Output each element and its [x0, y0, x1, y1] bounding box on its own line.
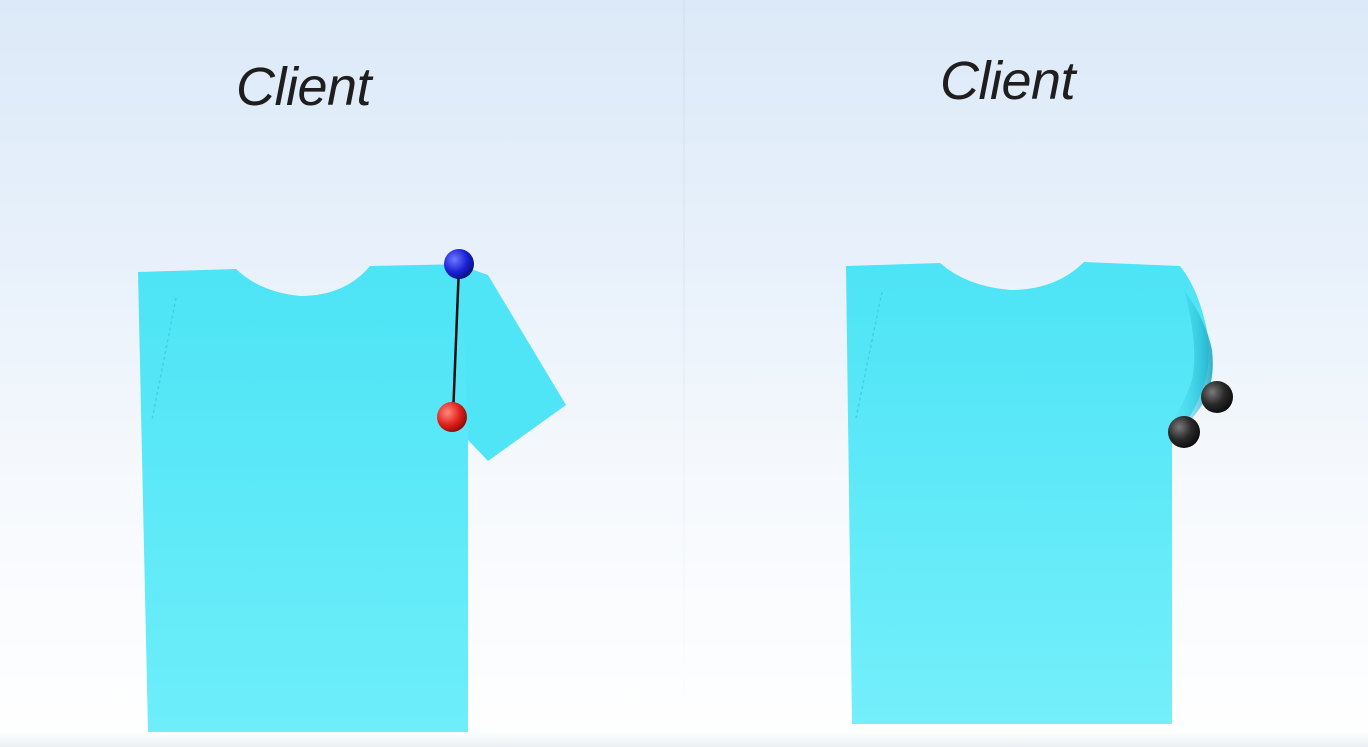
sleeve-fold-shadow: [1166, 290, 1213, 440]
panel-divider: [683, 0, 685, 747]
drag-connector-line: [451, 264, 461, 417]
gripper-finger-lower-marker[interactable]: [1168, 416, 1200, 448]
tshirt-sleeve: [462, 266, 566, 461]
panel-title-left: Client: [236, 57, 372, 117]
gripper-finger-upper-marker[interactable]: [1201, 381, 1233, 413]
cloth-fold-line: [151, 297, 177, 421]
grasp-point-target-marker[interactable]: [437, 402, 467, 432]
cloth-scene-right: [846, 262, 1233, 724]
panel-title-right: Client: [940, 51, 1076, 111]
grasp-point-start-marker[interactable]: [444, 249, 474, 279]
cloth-scene-left: [138, 249, 566, 732]
tshirt-cloth-folded: [846, 262, 1209, 724]
bottom-strip: [0, 732, 1368, 747]
client-panel-right: Client: [684, 0, 1368, 747]
tshirt-cloth: [138, 264, 468, 732]
client-panel-left: Client: [138, 57, 566, 732]
